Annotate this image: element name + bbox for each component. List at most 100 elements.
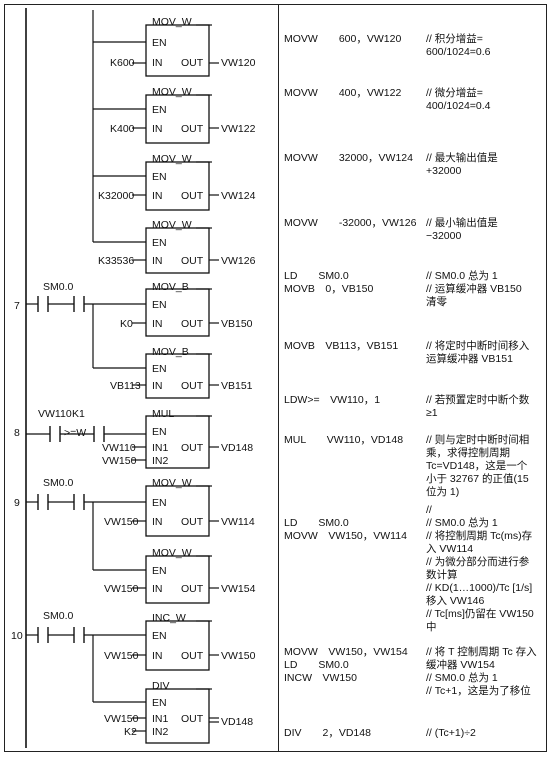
pin-out: OUT [181,190,204,202]
block-box-8 [145,485,210,537]
block-box-3 [145,161,210,211]
pin-out: OUT [181,650,204,662]
statement-code: MOVW -32000，VW126 [284,217,417,229]
block-box-1 [145,24,210,77]
pin-in1: IN1 [152,713,169,725]
pin-in: IN [152,190,163,202]
pin-in: IN [152,583,163,595]
statement-code: LD SM0.0 MOVB 0，VB150 [284,270,374,295]
contact-label-sm00: SM0.0 [43,610,74,622]
input-operand-1: VW110 [102,442,136,454]
input-operand-2: VW150 [102,455,137,467]
block-title: MOV_B [152,281,189,293]
output-operand: VD148 [221,716,254,728]
statement-code: MOVB VB113，VB151 [284,340,399,352]
block-title: DIV [152,680,170,692]
pin-out: OUT [181,57,204,69]
statement-comment: // 将 T 控制周期 Tc 存入 缓冲器 VW154 // SM0.0 总为 … [426,646,537,697]
input-operand: K600 [110,57,135,69]
statement-comment: // 则与定时中断时间相 乘，求得控制周期 Tc=VD148，这是一个 小于 3… [426,434,530,498]
pin-in2: IN2 [152,726,169,738]
contact-label-vw110: VW110 [38,408,72,420]
network-number-9: 9 [14,497,20,509]
statement-code: MOVW 600，VW120 [284,33,402,45]
input-operand: K33536 [98,255,135,267]
pin-en: EN [152,299,167,311]
block-box-10 [145,620,210,671]
pin-out: OUT [181,713,204,725]
output-operand: VW154 [221,583,256,595]
input-operand: VW150 [104,650,139,662]
pin-in: IN [152,57,163,69]
statement-comment: // 将定时中断时间移入 运算缓冲器 VB151 [426,340,530,365]
block-title: MOV_B [152,346,189,358]
pin-en: EN [152,697,167,709]
pin-out: OUT [181,583,204,595]
compare-operator: >=W [64,427,87,439]
block-title: MOV_W [152,16,192,28]
pin-en: EN [152,104,167,116]
pin-en: EN [152,237,167,249]
pin-in: IN [152,650,163,662]
page-frame [4,4,547,752]
pin-en: EN [152,565,167,577]
pin-in: IN [152,380,163,392]
output-operand: VW122 [221,123,256,135]
input-operand: K0 [120,318,133,330]
statement-code: LDW>= VW110，1 [284,394,381,406]
output-operand: VW120 [221,57,256,69]
pin-in: IN [152,516,163,528]
pin-out: OUT [181,442,204,454]
contact-label-sm00: SM0.0 [43,477,74,489]
statement-code: MOVW 32000，VW124 [284,152,413,164]
output-operand: VW124 [221,190,256,202]
pin-in: IN [152,318,163,330]
pin-en: EN [152,37,167,49]
pin-in: IN [152,255,163,267]
output-operand: VW126 [221,255,256,267]
input-operand: VW150 [104,583,139,595]
statement-comment: // (Tc+1)÷2 [426,727,476,739]
block-title: INC_W [152,612,186,624]
block-title: MOV_W [152,86,192,98]
statement-code: MUL VW110，VD148 [284,434,404,446]
pin-en: EN [152,171,167,183]
input-operand-1: VW150 [104,713,139,725]
pin-en: EN [152,363,167,375]
statement-code: LD SM0.0 MOVW VW150，VW114 [284,517,407,542]
output-operand: VB151 [221,380,253,392]
statement-code: DIV 2，VD148 [284,727,371,739]
block-title: MOV_W [152,477,192,489]
network-number-10: 10 [11,630,23,642]
pin-out: OUT [181,516,204,528]
block-box-7 [145,415,210,469]
block-box-4 [145,227,210,274]
network-number-8: 8 [14,427,20,439]
statement-comment: // 若预置定时中断个数 ≥1 [426,394,530,419]
statement-comment: // 最小输出值是 −32000 [426,217,498,242]
pin-en: EN [152,426,167,438]
contact-label-sm00: SM0.0 [43,281,74,293]
block-box-2 [145,94,210,144]
input-operand: VB113 [110,380,141,392]
output-operand: VW114 [221,516,255,528]
statement-code: MOVW 400，VW122 [284,87,402,99]
input-operand: K32000 [98,190,135,202]
column-divider [278,4,279,752]
input-operand-2: K2 [124,726,137,738]
pin-in1: IN1 [152,442,169,454]
block-title: MOV_W [152,547,192,559]
input-operand: K400 [110,123,135,135]
statement-comment: // 积分增益= 600/1024=0.6 [426,33,491,58]
block-box-11 [145,688,210,744]
pin-out: OUT [181,318,204,330]
block-box-6 [145,353,210,399]
output-operand: VD148 [221,442,254,454]
statement-code: MOVW VW150，VW154 LD SM0.0 INCW VW150 [284,646,408,684]
statement-comment: // // SM0.0 总为 1 // 将控制周期 Tc(ms)存 入 VW11… [426,504,534,633]
block-title: MOV_W [152,219,192,231]
pin-en: EN [152,497,167,509]
pin-en: EN [152,630,167,642]
output-operand: VW150 [221,650,256,662]
